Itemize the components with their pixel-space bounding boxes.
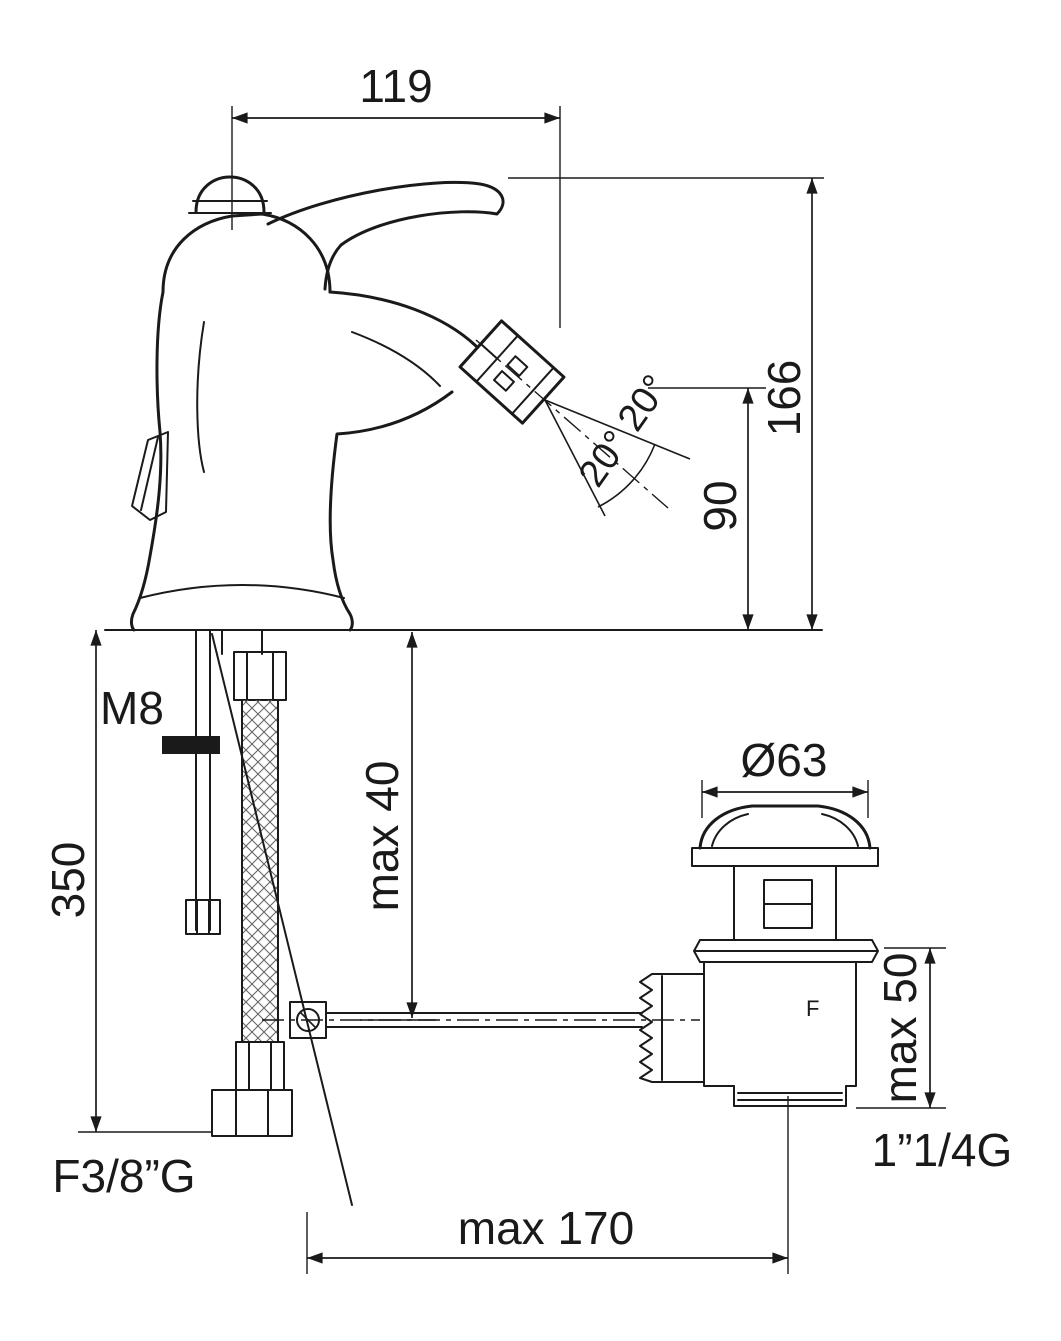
aerator-body [458,319,566,425]
m8-nut [185,899,221,935]
spout-bottom-edge [328,390,454,632]
spout-contour-line [351,331,441,387]
dimension-spray-angles: 20° 20° [571,368,677,495]
waste-washer-stack [693,939,879,963]
body-contour-line [196,321,205,473]
dimension-max50: max 50 [856,947,946,1109]
label-waste-thread: 1”1/4G [872,1124,1013,1176]
waste-body-mark: F [806,996,819,1021]
pivot-joint-block [289,1001,327,1039]
popup-rod-diagonal [211,633,353,1206]
waste-assembly-group: F [639,804,879,1107]
dim-d63-label: Ø63 [741,734,828,786]
dimension-166: 166 [508,177,824,630]
spout-top-edge [328,290,478,348]
dim-119-label: 119 [359,60,432,112]
waste-body [703,961,857,1087]
hose-top-fitting [233,651,287,701]
hose-bottom-fitting [235,1041,285,1091]
dim-max40-label: max 40 [356,761,408,912]
popup-knob-outline [131,431,169,521]
faucet-body-group [129,175,691,632]
dimension-119: 119 [231,60,561,328]
spray-axis-centerline [475,339,669,509]
m8-stud [195,629,211,931]
base-collar-line [139,584,345,599]
handle-dome-outline [161,212,332,294]
spray-ray-upper [544,399,691,460]
dimension-max170: max 170 [306,1096,789,1274]
dim-350-label: 350 [42,842,94,919]
braided-hose-texture [242,700,278,1042]
dim-90-label: 90 [694,480,746,531]
m8-label: M8 [100,682,164,734]
label-m8: M8 [100,682,164,734]
waste-knurled-nut [639,973,705,1083]
dim-166-label: 166 [758,360,810,437]
dimension-max40: max 40 [356,632,436,1021]
underdeck-group [162,629,700,1206]
waste-tailpiece [733,1085,847,1107]
shank-lines [221,629,263,655]
waste-cap-inner [711,813,859,847]
waste-neck-window [763,879,813,929]
dim-max170-label: max 170 [458,1202,634,1254]
label-hose-thread: F3/8”G [52,1150,195,1202]
waste-cap-outline [698,804,872,850]
waste-neck [733,865,837,941]
horizontal-rod [325,1012,643,1028]
body-left-edge [129,290,165,632]
waste-cap-flange [691,847,879,867]
aerator-slots [493,355,529,392]
dimension-350: 350 [42,630,212,1133]
dimension-90: 90 [648,387,766,630]
dim-max50-label: max 50 [874,953,926,1104]
handle-knob-outline [194,175,266,214]
spray-angle-label: 20° 20° [571,368,677,495]
dimension-d63: Ø63 [701,734,869,818]
hose-hex-nut [211,1089,293,1137]
waste-thread-label: 1”1/4G [872,1124,1013,1176]
hose-thread-label: F3/8”G [52,1150,195,1202]
spray-ray-lower [544,399,606,517]
mounting-bracket [162,736,220,754]
spray-angle-arc [597,443,656,508]
lever-outline [266,180,505,291]
handle-knob-ridge [188,200,272,214]
